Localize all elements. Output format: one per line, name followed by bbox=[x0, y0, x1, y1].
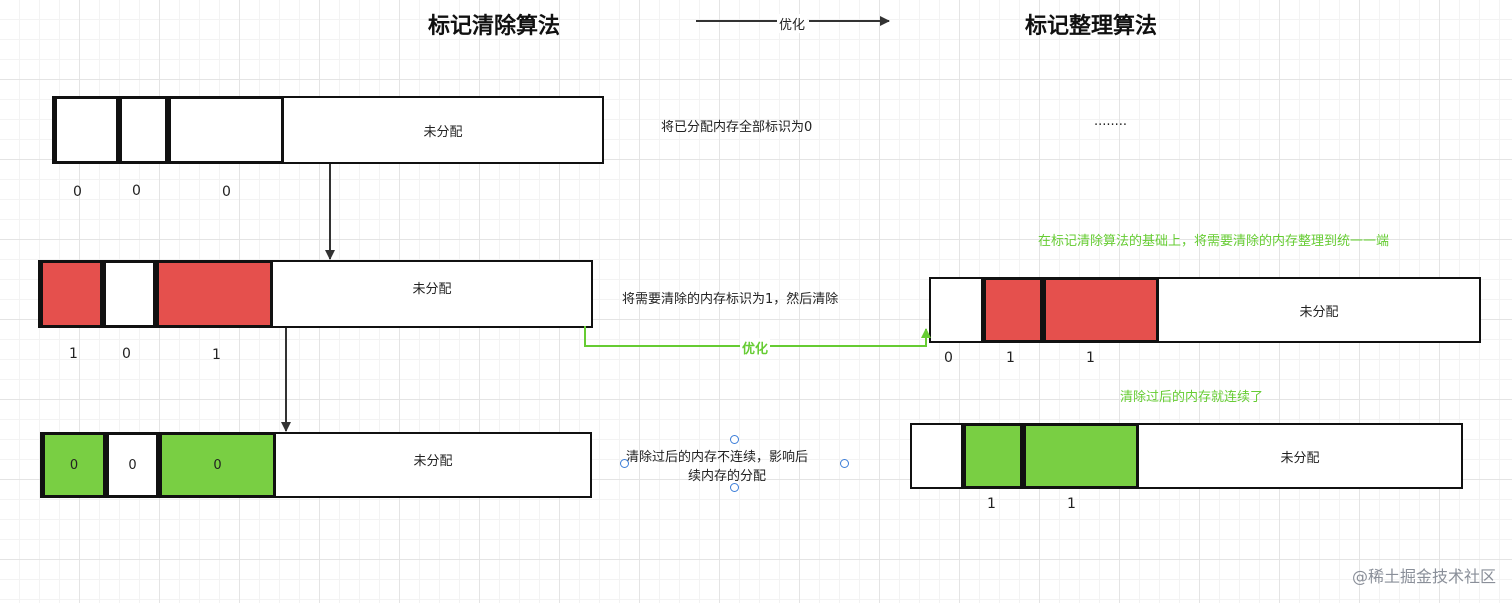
left-title: 标记清除算法 bbox=[428, 14, 561, 39]
unallocated-block: 未分配 bbox=[1299, 304, 1339, 320]
selection-handle[interactable] bbox=[730, 483, 739, 492]
note-mark-to-clear: 将需要清除的内存标识为1，然后清除 bbox=[622, 292, 839, 307]
memory-block-to-clear bbox=[156, 260, 273, 328]
memory-block bbox=[931, 279, 983, 341]
memory-block-cleared bbox=[1023, 423, 1139, 489]
note-mark-all-zero: 将已分配内存全部标识为0 bbox=[661, 120, 813, 135]
note-fragmentation-line1: 清除过后的内存不连续，影响后 bbox=[626, 450, 809, 465]
memory-block bbox=[54, 96, 119, 164]
memory-block: 0 bbox=[106, 432, 159, 498]
mark-label: 0 bbox=[132, 183, 141, 199]
mark-label: 1 bbox=[1086, 350, 1095, 366]
memory-bar-marked: 未分配 bbox=[38, 260, 593, 328]
mark-label: 0 bbox=[122, 346, 131, 362]
memory-bar-compact-marked: 未分配 bbox=[929, 277, 1481, 343]
unallocated-block: 未分配 bbox=[412, 282, 452, 297]
memory-block-to-clear bbox=[1043, 277, 1159, 343]
watermark: @稀土掘金技术社区 bbox=[1351, 567, 1496, 586]
unallocated-block: 未分配 bbox=[1280, 450, 1320, 466]
optimize-label: 优化 bbox=[777, 14, 808, 33]
memory-bar-initial: 未分配 bbox=[52, 96, 604, 164]
memory-block-cleared bbox=[963, 423, 1023, 489]
memory-block-cleared: 0 bbox=[42, 432, 106, 498]
selection-handle[interactable] bbox=[840, 459, 849, 468]
mark-label: 1 bbox=[1067, 496, 1076, 512]
mark-label: 1 bbox=[69, 346, 78, 362]
memory-block-cleared: 0 bbox=[159, 432, 276, 498]
memory-bar-cleared: 0 0 0 未分配 bbox=[40, 432, 592, 498]
green-note-continuous: 清除过后的内存就连续了 bbox=[1120, 390, 1264, 405]
mark-label: 0 bbox=[222, 184, 231, 200]
ellipsis-note: ........ bbox=[1094, 114, 1128, 129]
mark-label: 1 bbox=[1006, 350, 1015, 366]
selection-handle[interactable] bbox=[620, 459, 629, 468]
memory-block bbox=[103, 260, 156, 328]
memory-block-to-clear bbox=[983, 277, 1043, 343]
green-note-compact: 在标记清除算法的基础上，将需要清除的内存整理到统一一端 bbox=[1038, 234, 1390, 249]
mark-label: 1 bbox=[987, 496, 996, 512]
mark-label: 0 bbox=[73, 184, 82, 200]
memory-block bbox=[168, 96, 284, 164]
mark-label: 1 bbox=[212, 347, 221, 363]
memory-bar-compacted: 未分配 bbox=[910, 423, 1463, 489]
right-title: 标记整理算法 bbox=[1025, 14, 1158, 39]
green-optimize-label: 优化 bbox=[740, 338, 771, 357]
memory-block-to-clear bbox=[40, 260, 103, 328]
unallocated-block: 未分配 bbox=[423, 124, 463, 140]
selection-handle[interactable] bbox=[730, 435, 739, 444]
note-fragmentation-line2: 续内存的分配 bbox=[688, 469, 767, 484]
unallocated-block: 未分配 bbox=[413, 454, 453, 469]
memory-block bbox=[912, 425, 963, 487]
memory-block bbox=[119, 96, 168, 164]
mark-label: 0 bbox=[944, 350, 953, 366]
